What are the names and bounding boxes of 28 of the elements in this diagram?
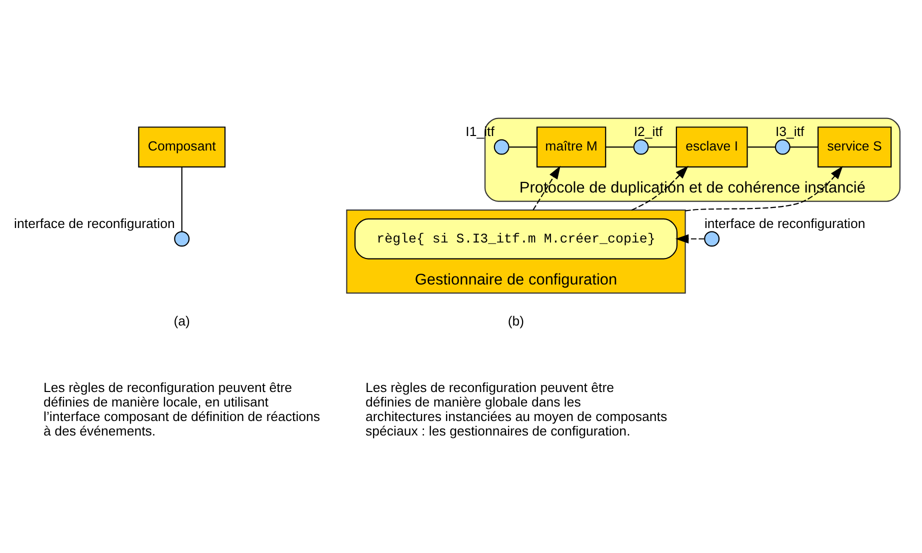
node-box: maître M: [536, 126, 606, 168]
connector: [648, 146, 676, 148]
node-box: esclave I: [675, 126, 748, 168]
node-label: I2_itf: [633, 124, 662, 140]
node-circle: [493, 139, 509, 155]
node-label: I3_itf: [774, 124, 804, 140]
node-label: interface de reconfiguration: [704, 216, 865, 231]
node-circle: [704, 231, 720, 247]
node-box: règle{ si S.I3_itf.m M.créer_copie}: [354, 218, 678, 260]
node-box: Composant: [138, 126, 226, 168]
label: Les règles de reconfiguration peuvent être définies de manière locale, en utilisant l’interface composant de définition de réactions à des événements.: [43, 380, 320, 438]
connector: [508, 146, 536, 148]
label: Les règles de reconfiguration peuvent être définies de manière globale dans les architectures instanciées au moyen de composants spéciaux : les gestionnaires de configuration.: [365, 380, 667, 438]
connector: [180, 167, 182, 232]
arrow: [674, 234, 704, 244]
node-label: interface de reconfiguration: [14, 216, 174, 231]
arrow: [630, 166, 688, 211]
arrow: [532, 166, 560, 210]
node-box: service S: [817, 126, 892, 168]
node-circle: [174, 231, 190, 247]
connector: [747, 146, 775, 148]
label: (a): [173, 313, 190, 328]
label: (b): [507, 313, 524, 328]
connector: [605, 146, 633, 148]
connector: [789, 146, 818, 148]
node-circle: [632, 139, 648, 155]
arrow: [684, 166, 842, 212]
node-circle: [774, 139, 790, 155]
